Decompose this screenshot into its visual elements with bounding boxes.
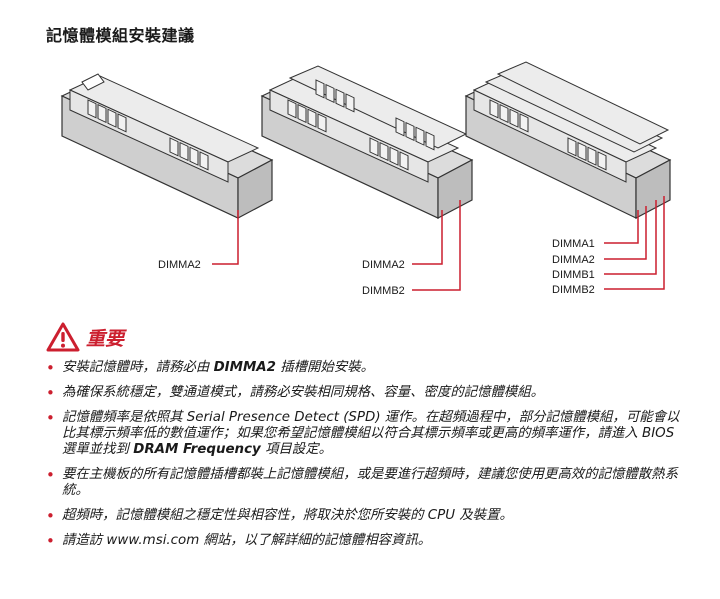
note-item: 超頻時，記憶體模組之穩定性與相容性，將取決於您所安裝的 CPU 及裝置。 [46,508,686,524]
note-item: 為確保系統穩定，雙通道模式，請務必安裝相同規格、容量、密度的記憶體模組。 [46,385,686,401]
diagram-4-slot-dual: DIMMA2 DIMMB2 [260,65,474,297]
note-item: 要在主機板的所有記憶體插槽都裝上記憶體模組，或是要進行超頻時，建議您使用更高效的… [46,467,686,499]
diagram3-label-dimmb1: DIMMB1 [552,269,595,281]
diagram3-label-dimmb2: DIMMB2 [552,284,595,296]
diagram2-label-dimma2: DIMMA2 [362,259,405,271]
important-header: 重要 [46,322,124,352]
diagram-4-slot-full: DIMMA1 DIMMA2 DIMMB1 DIMMB2 [464,61,672,296]
dimm-diagrams: DIMMA2 DIMMA2 DIMMB2 DIMMA1 DIMMA2 [60,61,672,297]
important-title: 重要 [86,327,125,350]
warning-triangle-icon [46,322,80,352]
note-item: 記憶體頻率是依照其 Serial Presence Detect (SPD) 運… [46,410,686,458]
note-item: 安裝記憶體時，請務必由 DIMMA2 插槽開始安裝。 [46,360,686,376]
diagram2-label-dimmb2: DIMMB2 [362,285,405,297]
diagram-2-slot: DIMMA2 [60,73,274,271]
note-item: 請造訪 www.msi.com 網站，以了解詳細的記憶體相容資訊。 [46,533,686,549]
notes-list: 安裝記憶體時，請務必由 DIMMA2 插槽開始安裝。 為確保系統穩定，雙通道模式… [46,360,686,558]
diagram3-label-dimma2: DIMMA2 [552,254,595,266]
diagram1-label-dimma2: DIMMA2 [158,259,201,271]
page-title: 記憶體模組安裝建議 [46,26,195,45]
diagram3-label-dimma1: DIMMA1 [552,238,595,250]
